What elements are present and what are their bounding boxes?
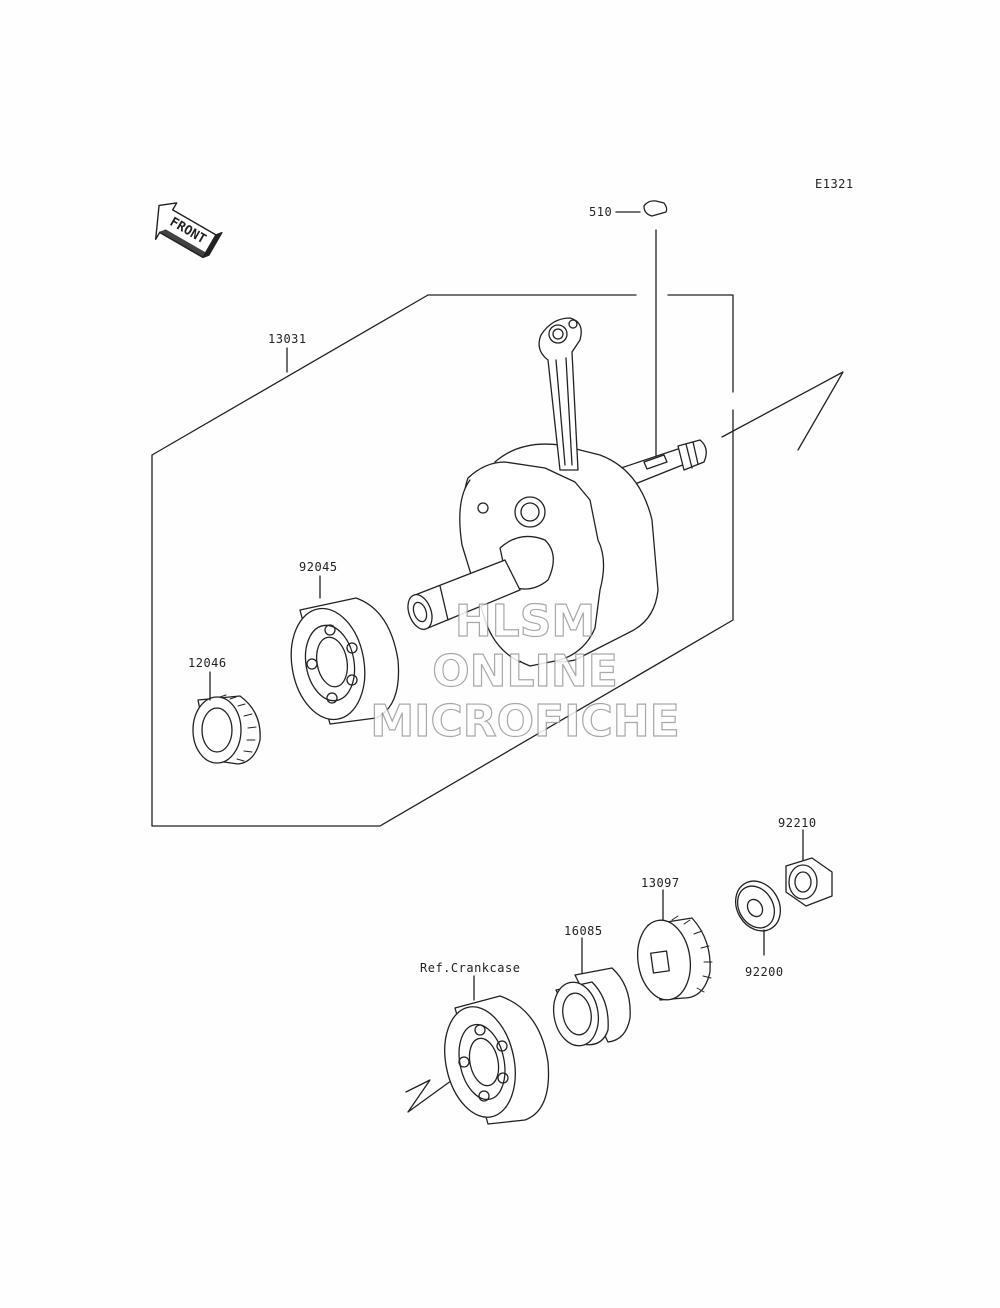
- part-label-13097[interactable]: 13097: [641, 876, 680, 890]
- part-label-510[interactable]: 510: [589, 205, 613, 219]
- part-label-16085[interactable]: 16085: [564, 924, 603, 938]
- gear-16085: [552, 967, 631, 1047]
- part-label-92045[interactable]: 92045: [299, 560, 338, 574]
- crankshaft-assembly-bracket: [151, 294, 734, 827]
- part-label-92210[interactable]: 92210: [778, 816, 817, 830]
- woodruff-key-510: [643, 200, 668, 217]
- part-label-13031[interactable]: 13031: [268, 332, 307, 346]
- reference-label-crankcase: Ref.Crankcase: [420, 961, 521, 975]
- front-arrow-icon: [154, 202, 223, 259]
- diagram-code: E1321: [815, 177, 854, 191]
- nut-92210: [785, 857, 833, 907]
- crankshaft-assembly: [407, 317, 707, 667]
- gear-13097: [637, 915, 713, 1001]
- part-label-12046[interactable]: 12046: [188, 656, 227, 670]
- part-label-92200[interactable]: 92200: [745, 965, 784, 979]
- ball-bearing-crankcase: [444, 995, 550, 1125]
- ball-bearing-92045: [290, 597, 400, 725]
- washer-92200: [734, 880, 782, 932]
- gear-12046: [192, 694, 261, 765]
